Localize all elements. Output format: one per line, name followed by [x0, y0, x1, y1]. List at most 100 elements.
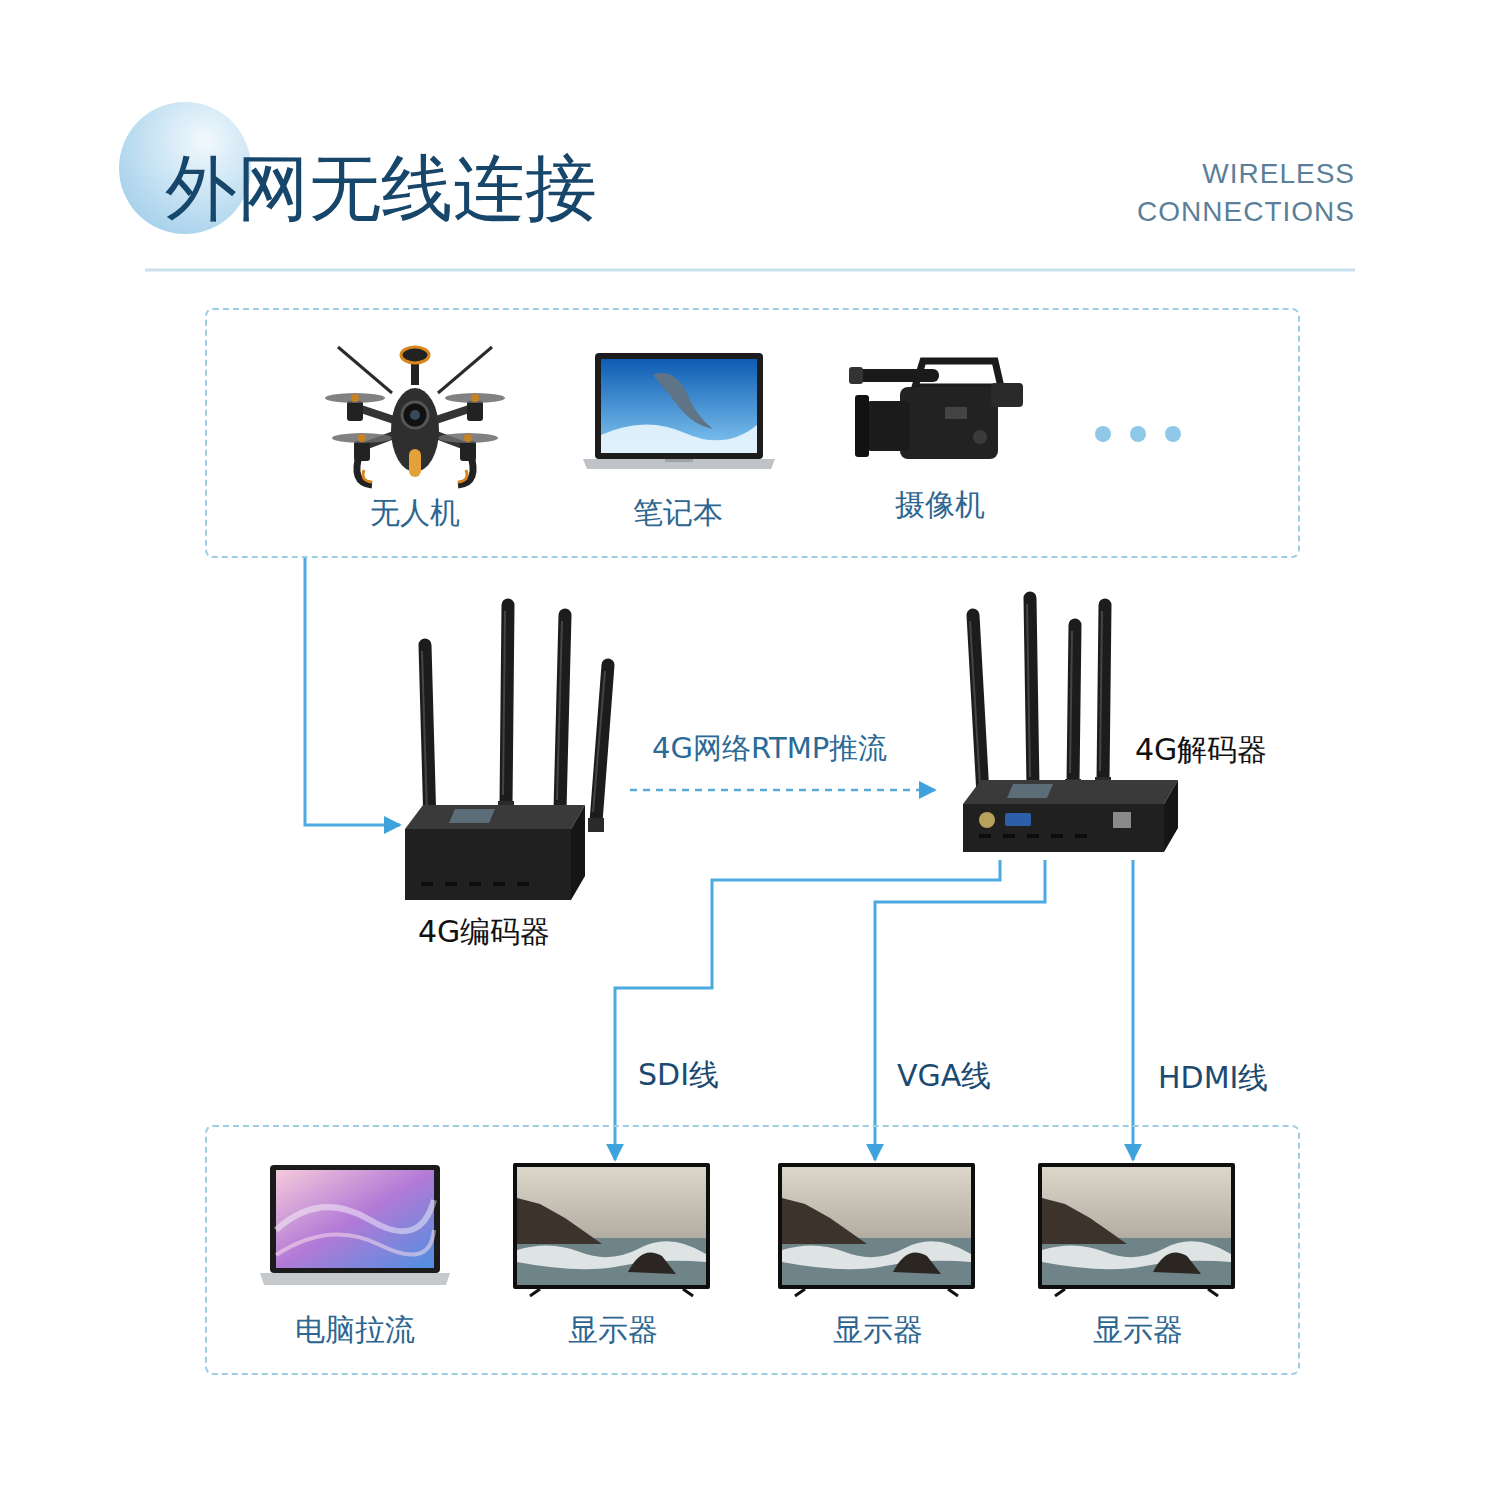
camera-panel	[945, 407, 967, 419]
monitor-foot	[683, 1289, 693, 1296]
more-dot	[1095, 426, 1111, 442]
laptop-screen	[276, 1170, 434, 1268]
source-device: 无人机	[320, 335, 510, 535]
subtitle: WIRELESS CONNECTIONS	[1095, 155, 1355, 231]
laptop-dolphin	[653, 373, 713, 429]
antenna-shine	[1070, 631, 1072, 773]
monitor-rock	[1153, 1252, 1201, 1274]
display-device: 显示器	[510, 1160, 715, 1355]
display-group: 电脑拉流显示器显示器显示器	[205, 1125, 1300, 1375]
monitor-frame	[778, 1163, 975, 1289]
case-screen	[449, 809, 495, 823]
laptop-lid	[595, 353, 763, 459]
device-group: 无人机 笔记本 摄像机	[205, 308, 1300, 558]
drone-motor	[354, 441, 370, 461]
laptop-wave	[601, 424, 757, 453]
connector	[1132, 860, 1135, 1160]
case-vent	[517, 882, 529, 886]
monitor-cliff	[517, 1198, 602, 1244]
camera-handle	[915, 361, 1001, 387]
drone-motor	[347, 401, 363, 421]
node-label: 显示器	[568, 1312, 658, 1348]
antenna	[596, 665, 608, 822]
laptop-notch	[665, 459, 693, 462]
drone-picture	[325, 347, 505, 485]
drone-hub	[358, 434, 366, 442]
antenna	[506, 605, 508, 805]
node-label: 笔记本	[633, 495, 723, 531]
monitor-frame	[1038, 1163, 1235, 1289]
drone-prop	[438, 433, 498, 443]
title: 外网无线连接	[165, 146, 597, 230]
monitor-wave	[517, 1241, 706, 1269]
connector	[630, 789, 935, 792]
case-top	[405, 805, 585, 829]
antenna-shine	[1100, 611, 1102, 771]
camera-lens	[865, 401, 910, 451]
case-front	[405, 829, 571, 900]
drone-antenna	[338, 347, 392, 393]
monitor-frame	[513, 1163, 710, 1289]
laptop-base	[583, 459, 775, 469]
display-device: 显示器	[1035, 1160, 1240, 1355]
monitor-wave	[1042, 1241, 1231, 1269]
monitor-picture	[778, 1163, 975, 1296]
antenna-shine	[1027, 604, 1030, 777]
laptop-screen	[601, 359, 757, 453]
case-screen	[1007, 784, 1053, 798]
connector-label: 4G网络RTMP推流	[650, 730, 889, 766]
source-device: 摄像机	[845, 345, 1035, 530]
drone-hub	[464, 434, 472, 442]
more-dot	[1165, 426, 1181, 442]
case-side	[1164, 780, 1178, 852]
drone-leg-accent	[458, 470, 467, 482]
node-label: 4G编码器	[418, 914, 550, 950]
drone-hub	[351, 394, 359, 402]
case-vent	[979, 834, 991, 838]
drone-gps	[401, 347, 429, 363]
display-device: 显示器	[775, 1160, 980, 1355]
node-label: 显示器	[833, 1312, 923, 1348]
monitor-foot	[948, 1289, 958, 1296]
connector	[305, 558, 400, 825]
node-label: 显示器	[1093, 1312, 1183, 1348]
case-vent	[1027, 834, 1039, 838]
connector-label: VGA线	[895, 1058, 993, 1094]
camera-dial	[973, 430, 987, 444]
drone-camera	[402, 402, 428, 428]
monitor-foot	[1208, 1289, 1218, 1296]
laptop-picture	[583, 353, 775, 469]
device-illustration	[935, 595, 1285, 860]
antenna-shine	[557, 621, 562, 800]
case-front	[963, 804, 1164, 852]
drone-leg-accent	[363, 470, 372, 482]
case-vent	[1051, 834, 1063, 838]
device-illustration	[400, 600, 630, 955]
drone-battery	[409, 449, 421, 477]
antenna	[1073, 625, 1075, 783]
drone-hub	[471, 394, 479, 402]
drone-antenna	[438, 347, 492, 393]
case-vent	[493, 882, 505, 886]
drone-prop	[445, 393, 505, 403]
node-label: 摄像机	[895, 487, 985, 523]
more-dot	[1130, 426, 1146, 442]
encoder-device: 4G编码器	[400, 600, 630, 955]
connector	[875, 860, 1045, 1160]
node-label: 无人机	[370, 495, 460, 531]
case-vent	[445, 882, 457, 886]
router-picture	[405, 605, 608, 900]
case-vent	[421, 882, 433, 886]
monitor-foot	[530, 1289, 540, 1296]
laptop-base	[260, 1273, 450, 1285]
source-device: 笔记本	[575, 345, 780, 535]
laptop-swirl	[276, 1230, 434, 1255]
monitor-foot	[1055, 1289, 1065, 1296]
antenna-shine	[422, 651, 427, 815]
case-side	[571, 805, 585, 900]
laptop-picture	[260, 1165, 450, 1285]
monitor-rock	[628, 1252, 676, 1274]
case-vent	[1003, 834, 1015, 838]
antenna-shine	[593, 671, 605, 812]
